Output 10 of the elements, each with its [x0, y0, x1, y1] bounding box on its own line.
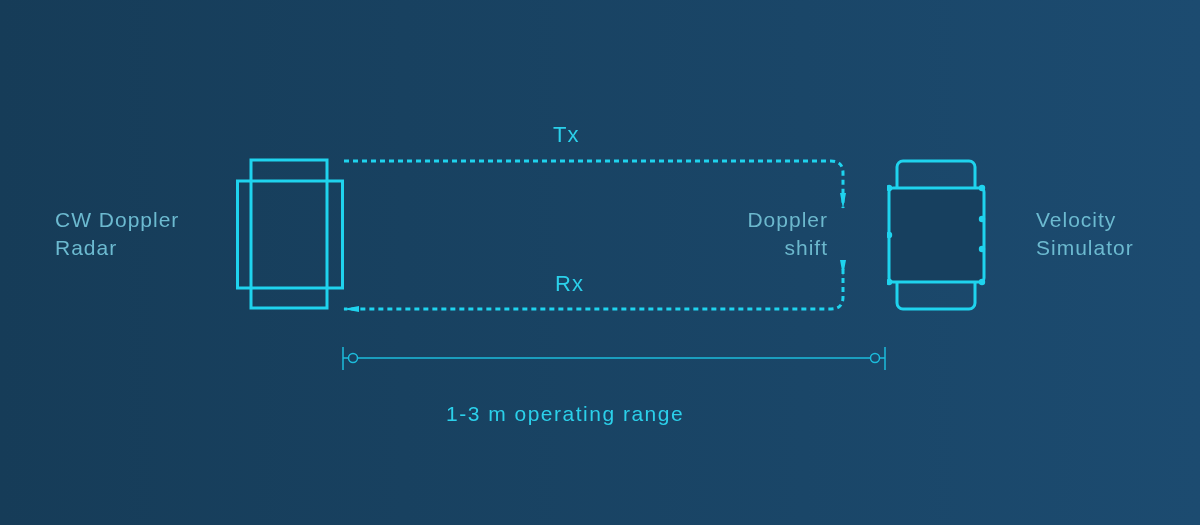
edge-label: Rx [555, 270, 584, 298]
device-label: Velocity Simulator [1036, 207, 1134, 261]
dashed-arrow [343, 260, 846, 312]
radar-outline [236, 158, 344, 310]
annotation-text: Doppler shift [747, 206, 828, 262]
device-label: CW Doppler Radar [55, 207, 181, 261]
dashed-arrow [344, 159, 846, 209]
edge-label: Tx [553, 121, 580, 149]
dimension-label: 1-3 m operating range [446, 401, 685, 427]
simulator-device-drawing [887, 159, 986, 311]
